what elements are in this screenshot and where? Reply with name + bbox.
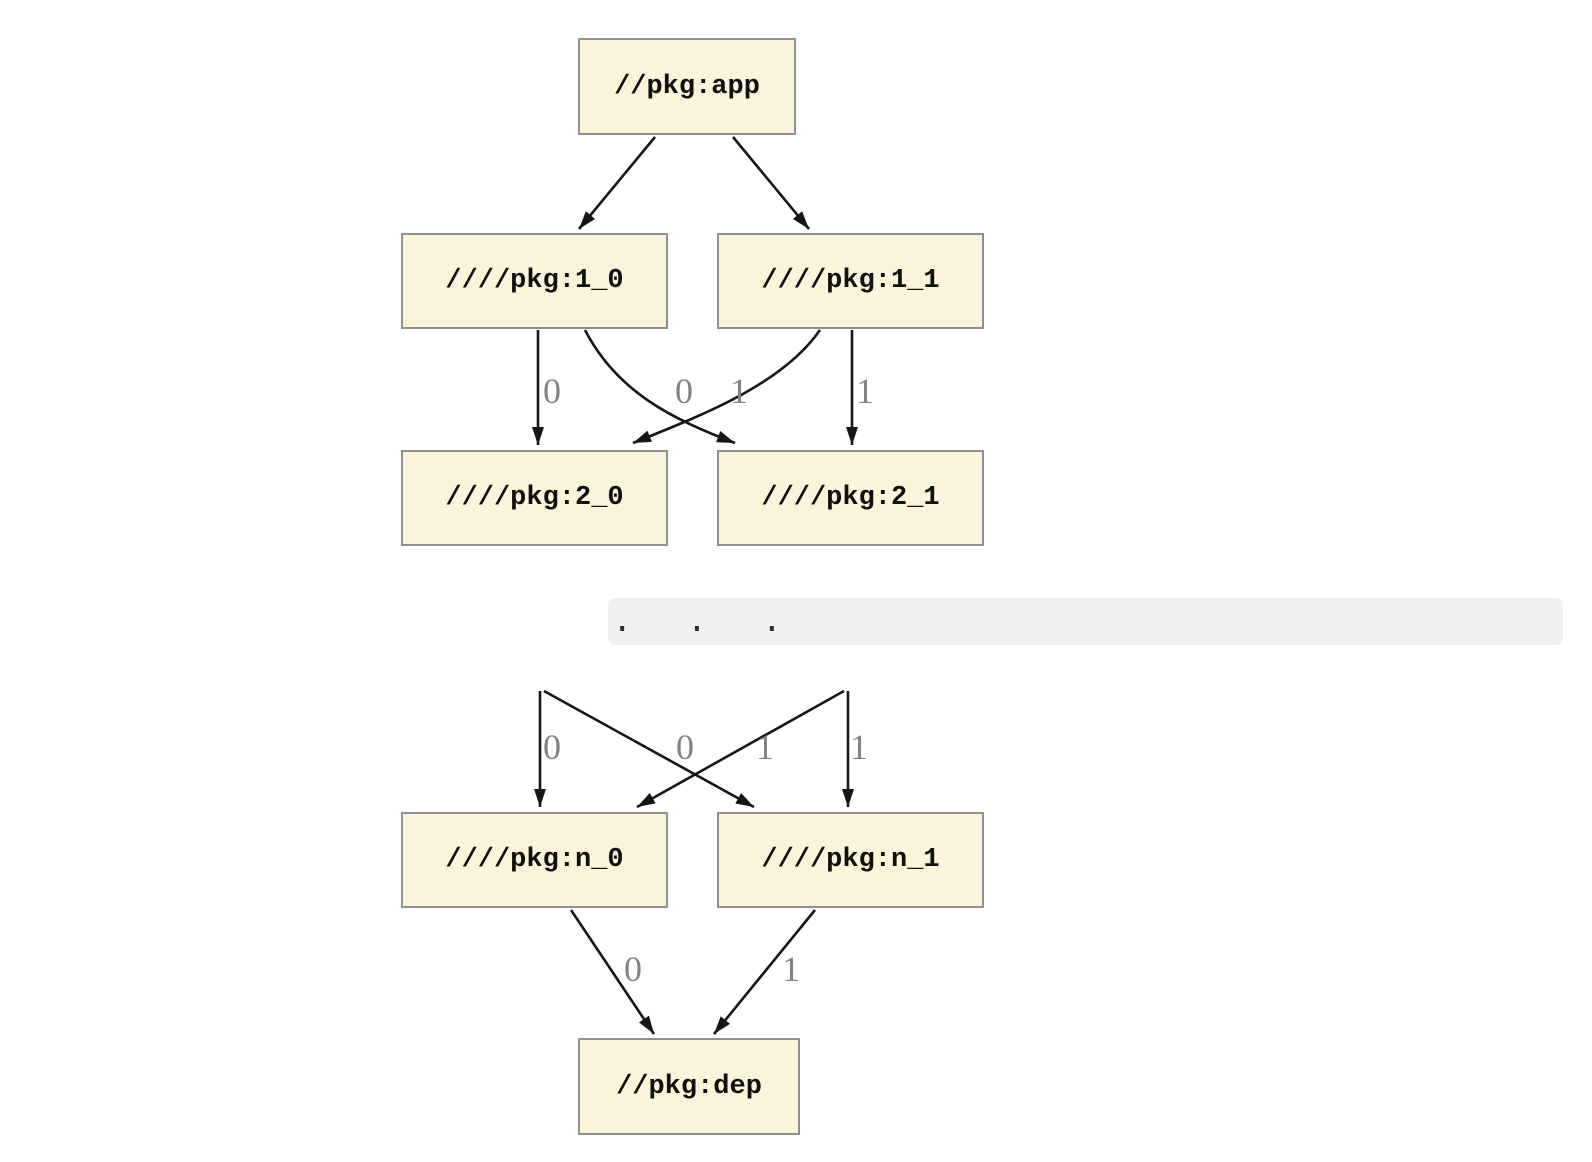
edge-label-hidden-to-n_0-cross: 0 xyxy=(676,727,694,767)
node-pkg-n_0: ////pkg:n_0 xyxy=(401,812,668,908)
edge-n_1-to-dep xyxy=(712,909,817,1035)
edge-label-1_1-to-2_0: 0 xyxy=(675,371,693,411)
edge-label-hidden-to-n_0-straight: 0 xyxy=(543,727,561,767)
node-pkg-1_1-label: ////pkg:1_1 xyxy=(761,266,940,296)
edge-1_1-to-2_0 xyxy=(632,329,822,445)
edge-label-1_0-to-2_1: 1 xyxy=(730,371,748,411)
node-pkg-n_0-label: ////pkg:n_0 xyxy=(445,845,624,875)
node-pkg-n_1: ////pkg:n_1 xyxy=(717,812,984,908)
node-pkg-1_0: ////pkg:1_0 xyxy=(401,233,668,329)
edge-label-1_1-to-2_1: 1 xyxy=(856,371,874,411)
node-pkg-app-label: //pkg:app xyxy=(614,71,760,102)
edge-n_0-to-dep xyxy=(569,909,656,1035)
node-pkg-2_0: ////pkg:2_0 xyxy=(401,450,668,546)
node-pkg-dep: //pkg:dep xyxy=(578,1038,800,1135)
node-pkg-1_1: ////pkg:1_1 xyxy=(717,233,984,329)
edge-label-n_0-to-dep: 0 xyxy=(624,949,642,989)
edge-app-to-1_1 xyxy=(731,136,811,230)
edge-label-hidden-to-n_1-straight: 1 xyxy=(850,727,868,767)
node-pkg-2_1-label: ////pkg:2_1 xyxy=(761,483,940,513)
edge-label-hidden-to-n_1-cross: 1 xyxy=(756,727,774,767)
edge-hidden-to-n_1-cross xyxy=(543,689,755,809)
node-pkg-2_1: ////pkg:2_1 xyxy=(717,450,984,546)
ellipsis-dots: . . . xyxy=(612,604,800,642)
edge-1_0-to-2_1 xyxy=(583,329,736,445)
node-pkg-1_0-label: ////pkg:1_0 xyxy=(445,266,624,296)
edge-app-to-1_0 xyxy=(577,136,657,230)
node-pkg-n_1-label: ////pkg:n_1 xyxy=(761,845,940,875)
node-pkg-2_0-label: ////pkg:2_0 xyxy=(445,483,624,513)
ellipsis-collapsed-rows: . . . xyxy=(608,598,1563,645)
edge-label-n_1-to-dep: 1 xyxy=(782,949,800,989)
node-pkg-app: //pkg:app xyxy=(578,38,796,135)
edge-label-1_0-to-2_0: 0 xyxy=(543,371,561,411)
node-pkg-dep-label: //pkg:dep xyxy=(616,1071,762,1102)
edge-hidden-to-n_0-cross xyxy=(636,689,845,809)
